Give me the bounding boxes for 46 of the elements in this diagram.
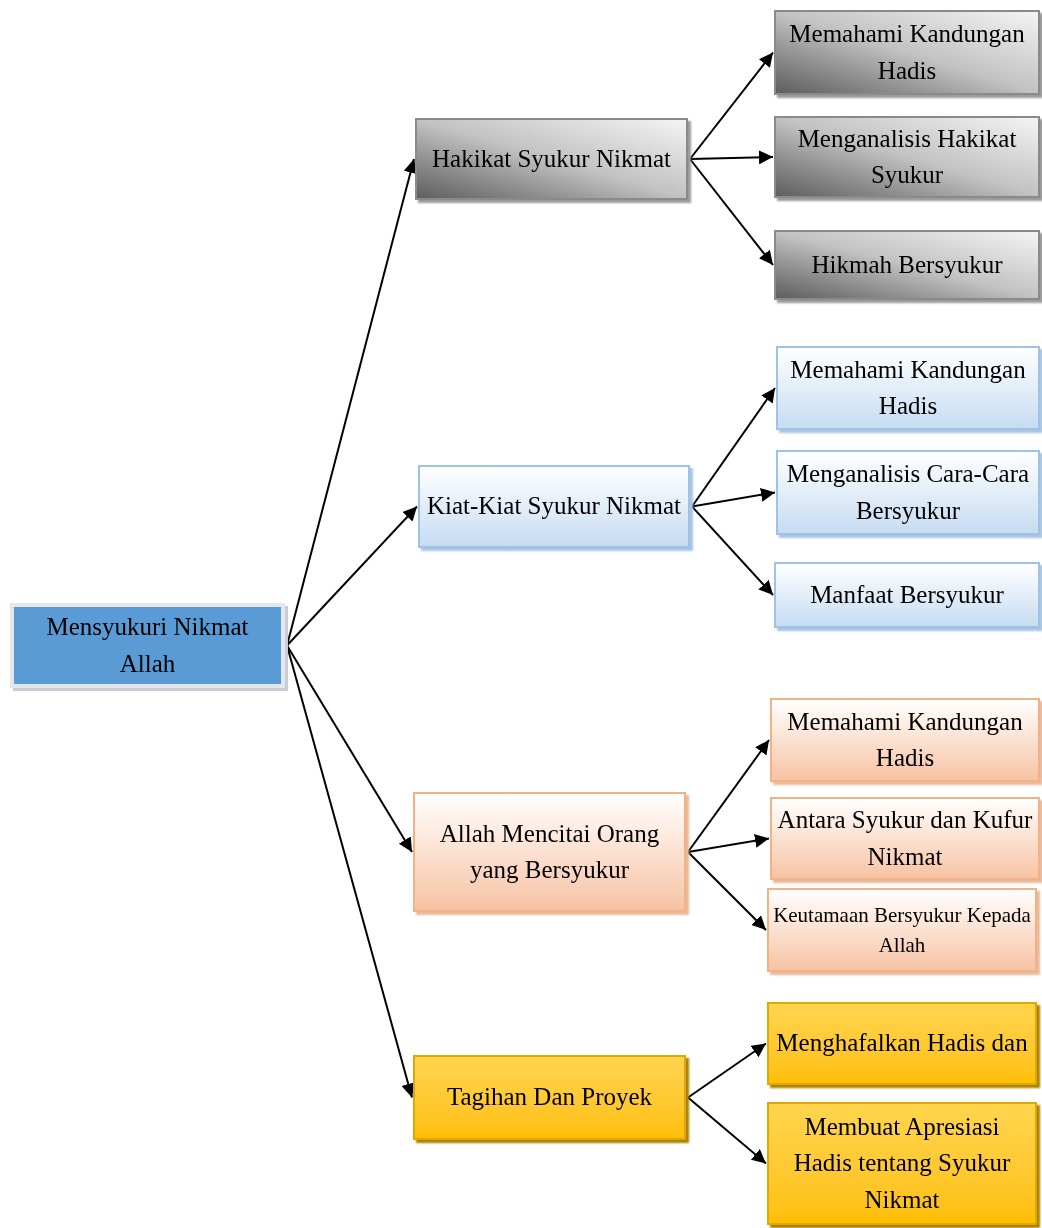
arrow — [286, 644, 413, 853]
box-label: Menganalisis Hakikat Syukur — [796, 123, 1018, 190]
topic-box — [776, 346, 1040, 430]
box-label: Menganalisis Cara-Cara Bersyukur — [785, 459, 1031, 526]
box-label: Memahami Kandungan Hadis — [786, 706, 1024, 773]
arrow — [691, 487, 776, 508]
box-label: Memahami Kandungan Hadis — [789, 354, 1027, 421]
arrow — [687, 739, 770, 853]
box-label: Hikmah Bersyukur — [811, 249, 1003, 280]
root-box — [10, 603, 285, 688]
topic-box — [774, 562, 1040, 628]
topic-box — [774, 10, 1040, 95]
box-label: Manfaat Bersyukur — [810, 579, 1004, 610]
topic-box — [770, 797, 1040, 880]
arrow — [687, 851, 767, 931]
box-label: Keutamaan Bersyukur Kepada Allah — [773, 901, 1031, 959]
arrow — [286, 644, 415, 1099]
box-label: Antara Syukur dan Kufur Nikmat — [776, 805, 1034, 872]
topic-box — [774, 116, 1040, 198]
arrow — [687, 833, 770, 853]
topic-box — [767, 1102, 1037, 1225]
arrow — [689, 51, 774, 160]
box-label: Membuat Apresiasi Hadis tentang Syukur Nikmat — [792, 1112, 1012, 1215]
arrow — [691, 387, 776, 508]
box-label: Kiat-Kiat Syukur Nikmat — [426, 491, 682, 522]
topic-box — [776, 450, 1040, 535]
topic-box — [767, 888, 1037, 972]
topic-box — [413, 1055, 686, 1140]
box-label: Menghafalkan Hadis dan — [776, 1028, 1028, 1059]
box-label: Hakikat Syukur Nikmat — [432, 143, 671, 174]
arrow — [689, 158, 774, 266]
box-label: Tagihan Dan Proyek — [446, 1082, 653, 1113]
arrow — [286, 505, 418, 647]
topic-box — [774, 230, 1040, 300]
arrow — [687, 1096, 767, 1165]
topic-box — [770, 698, 1040, 782]
topic-box — [415, 118, 688, 200]
box-label: Memahami Kandungan Hadis — [788, 19, 1026, 86]
arrow — [689, 150, 774, 165]
box-label: Allah Mencitai Orang yang Bersyukur — [438, 818, 661, 885]
topic-box — [413, 792, 686, 912]
topic-box — [767, 1002, 1037, 1085]
arrow — [687, 1042, 767, 1099]
topic-box — [418, 465, 690, 548]
box-label: Mensyukuri Nikmat Allah — [45, 612, 250, 679]
arrow — [691, 505, 774, 596]
